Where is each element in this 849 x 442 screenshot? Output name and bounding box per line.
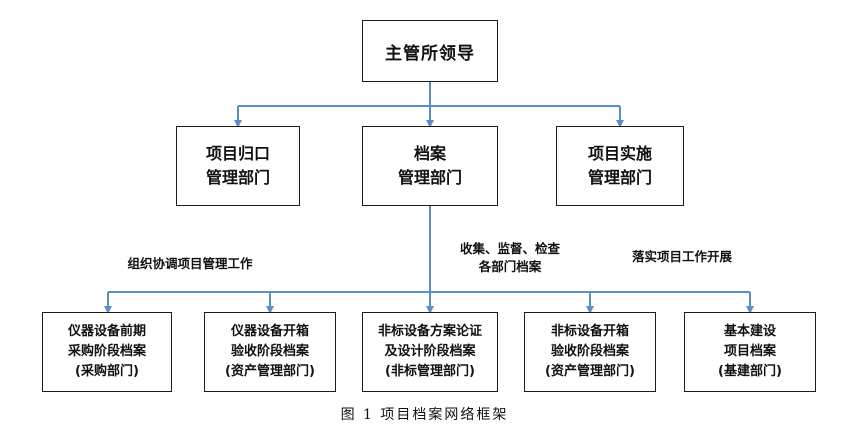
box-bottom-2-line3: (资产管理部门) [225, 364, 315, 379]
box-bottom-5-line3: (基建部门) [718, 364, 782, 379]
box-bottom-construction: 基本建设 项目档案 (基建部门) [684, 312, 816, 392]
box-mid-project-admin: 项目归口 管理部门 [176, 126, 300, 206]
figure-caption: 图 1 项目档案网络框架 [340, 407, 509, 423]
box-bottom-5-line2: 项目档案 [723, 344, 776, 359]
label-center-line2: 各部门档案 [478, 259, 542, 274]
label-right: 落实项目工作开展 [631, 249, 732, 264]
box-bottom-4-line3: (资产管理部门) [545, 364, 635, 379]
box-mid-2-line1: 档案 [413, 144, 446, 163]
box-bottom-1-line2: 采购阶段档案 [67, 344, 146, 359]
box-bottom-nonstandard-design: 非标设备方案论证 及设计阶段档案 (非标管理部门) [362, 312, 498, 392]
box-mid-1-line1: 项目归口 [205, 144, 270, 163]
box-bottom-3-line2: 及设计阶段档案 [384, 344, 476, 359]
box-bottom-4-line1: 非标设备开箱 [550, 324, 629, 339]
label-center: 收集、监督、检查 各部门档案 [440, 240, 580, 276]
label-left: 组织协调项目管理工作 [127, 256, 253, 271]
box-mid-1-line2: 管理部门 [205, 168, 270, 187]
box-bottom-instrument-acceptance: 仪器设备开箱 验收阶段档案 (资产管理部门) [204, 312, 336, 392]
box-bottom-3-line1: 非标设备方案论证 [377, 324, 482, 339]
box-bottom-2-line2: 验收阶段档案 [230, 344, 309, 359]
box-mid-archives: 档案 管理部门 [362, 126, 498, 206]
box-bottom-2-line1: 仪器设备开箱 [230, 324, 309, 339]
box-bottom-1-line3: (采购部门) [75, 364, 139, 379]
box-bottom-nonstandard-acceptance: 非标设备开箱 验收阶段档案 (资产管理部门) [524, 312, 656, 392]
label-center-line1: 收集、监督、检查 [459, 241, 560, 256]
box-bottom-5-line1: 基本建设 [723, 324, 776, 339]
box-bottom-procurement: 仪器设备前期 采购阶段档案 (采购部门) [42, 312, 172, 392]
box-bottom-1-line1: 仪器设备前期 [67, 324, 146, 339]
box-mid-3-line2: 管理部门 [587, 168, 652, 187]
box-mid-project-impl: 项目实施 管理部门 [556, 126, 684, 206]
box-bottom-3-line3: (非标管理部门) [385, 364, 475, 379]
box-top-label: 主管所领导 [385, 43, 475, 64]
box-mid-3-line1: 项目实施 [587, 144, 652, 163]
box-top-leader: 主管所领导 [362, 20, 498, 82]
box-bottom-4-line2: 验收阶段档案 [550, 344, 629, 359]
box-mid-2-line2: 管理部门 [397, 168, 462, 187]
